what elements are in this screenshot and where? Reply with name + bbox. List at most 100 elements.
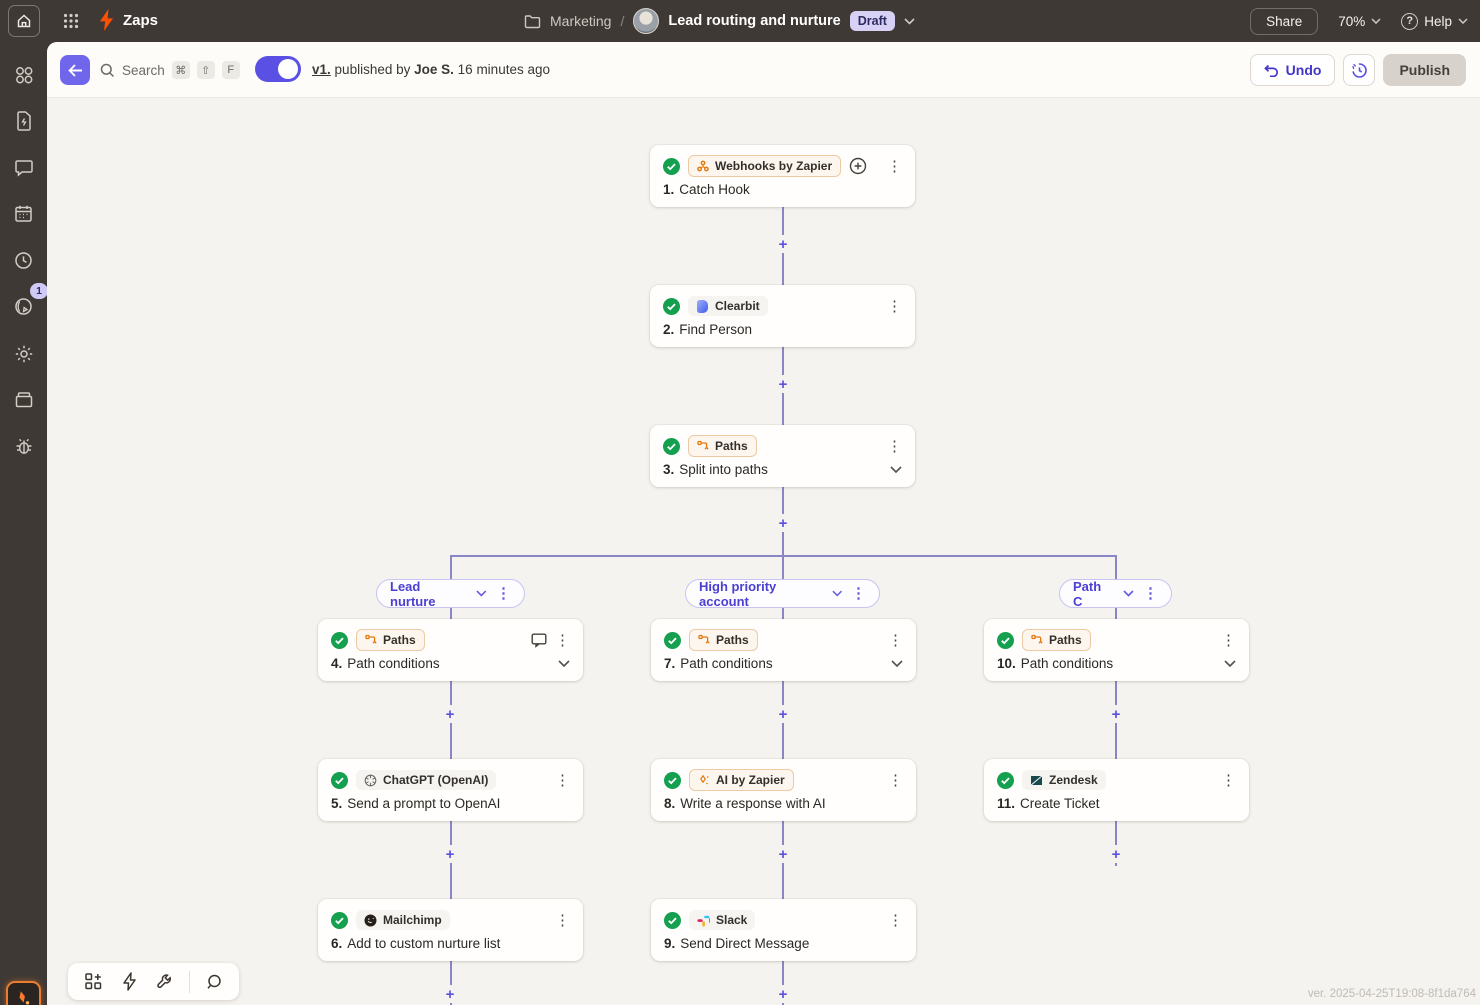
add-step-plus[interactable]: + — [1107, 845, 1125, 863]
version-link[interactable]: v1. — [312, 62, 331, 77]
history-timer-button[interactable] — [1343, 54, 1376, 86]
app-badge[interactable]: Mailchimp — [356, 910, 450, 930]
app-badge[interactable]: ChatGPT (OpenAI) — [356, 770, 497, 790]
add-step-plus[interactable]: + — [774, 235, 792, 253]
autotest-button[interactable] — [113, 966, 145, 997]
branch-label-path-c[interactable]: Path C ⋮ — [1059, 579, 1172, 609]
app-launcher-button[interactable] — [60, 10, 82, 32]
kebab-menu-icon[interactable]: ⋮ — [888, 911, 903, 929]
add-step-icon[interactable] — [849, 157, 867, 175]
sidebar-item-templates[interactable] — [7, 104, 40, 137]
sidebar-item-insights[interactable]: 1 — [7, 283, 48, 323]
undo-button[interactable]: Undo — [1249, 54, 1336, 86]
zap-on-off-toggle[interactable] — [255, 56, 301, 82]
add-step-plus[interactable]: + — [774, 845, 792, 863]
step-node-3-split-into-paths[interactable]: Paths ⋮ 3.Split into paths — [650, 425, 915, 487]
circles-icon — [15, 66, 32, 83]
clearbit-logo — [697, 299, 708, 313]
expand-chevron-icon[interactable] — [1224, 659, 1236, 668]
step-node-10-path-conditions[interactable]: Paths ⋮ 10.Path conditions — [984, 619, 1249, 681]
chevron-down-icon[interactable] — [476, 590, 487, 597]
topbar: Zaps Marketing / Lead routing and nurtur… — [0, 0, 1480, 42]
expand-chevron-icon[interactable] — [558, 659, 570, 668]
breadcrumb-separator: / — [620, 13, 625, 29]
step-node-7-path-conditions[interactable]: Paths ⋮ 7.Path conditions — [651, 619, 916, 681]
kebab-menu-icon[interactable]: ⋮ — [887, 437, 902, 455]
add-step-plus[interactable]: + — [441, 985, 459, 1003]
kebab-menu-icon[interactable]: ⋮ — [555, 771, 570, 789]
zoom-control[interactable]: 70% — [1338, 14, 1381, 29]
add-step-plus[interactable]: + — [441, 845, 459, 863]
chevron-down-icon[interactable] — [831, 590, 842, 597]
help-label: Help — [1424, 13, 1452, 29]
sidebar-item-components[interactable] — [7, 58, 40, 91]
sidebar-item-comments[interactable] — [7, 151, 40, 184]
chevron-down-icon[interactable] — [904, 17, 915, 25]
add-step-plus[interactable]: + — [774, 514, 792, 532]
step-node-1-catch-hook[interactable]: Webhooks by Zapier ⋮ 1.Catch Hook — [650, 145, 915, 207]
branch-label-high-priority[interactable]: High priority account ⋮ — [685, 579, 880, 609]
app-badge[interactable]: Paths — [1022, 629, 1091, 651]
zap-name[interactable]: Lead routing and nurture — [668, 13, 841, 29]
kebab-menu-icon[interactable]: ⋮ — [888, 771, 903, 789]
kebab-menu-icon[interactable]: ⋮ — [1221, 631, 1236, 649]
publish-button[interactable]: Publish — [1383, 54, 1466, 86]
app-badge[interactable]: Clearbit — [688, 296, 768, 316]
home-button[interactable] — [8, 5, 40, 37]
branch-label-lead-nurture[interactable]: Lead nurture ⋮ — [376, 579, 525, 609]
app-badge[interactable]: Paths — [356, 629, 425, 651]
kebab-menu-icon[interactable]: ⋮ — [851, 585, 866, 602]
sidebar-item-versions[interactable] — [7, 383, 40, 416]
share-button[interactable]: Share — [1250, 7, 1319, 35]
kebab-menu-icon[interactable]: ⋮ — [888, 631, 903, 649]
chevron-down-icon — [1371, 18, 1381, 24]
app-badge[interactable]: Zendesk — [1022, 770, 1106, 790]
step-node-8-write-response-ai[interactable]: AI by Zapier ⋮ 8.Write a response with A… — [651, 759, 916, 821]
kebab-menu-icon[interactable]: ⋮ — [555, 631, 570, 649]
sidebar-item-history[interactable] — [7, 244, 40, 277]
cmd-keycap: ⌘ — [171, 61, 190, 79]
help-menu[interactable]: ? Help — [1401, 12, 1468, 30]
app-badge[interactable]: Webhooks by Zapier — [688, 155, 842, 177]
app-badge[interactable]: Slack — [689, 910, 756, 930]
app-badge[interactable]: AI by Zapier — [689, 769, 794, 791]
add-step-plus[interactable]: + — [774, 375, 792, 393]
paths-icon — [1031, 634, 1043, 644]
zoom-canvas-button[interactable] — [198, 966, 230, 997]
comment-icon[interactable] — [531, 633, 547, 648]
step-node-6-add-to-nurture-list[interactable]: Mailchimp ⋮ 6.Add to custom nurture list — [318, 899, 583, 961]
back-button[interactable] — [60, 55, 90, 85]
step-node-9-send-direct-message[interactable]: Slack ⋮ 9.Send Direct Message — [651, 899, 916, 961]
clock-icon — [15, 252, 32, 269]
sidebar-item-debug[interactable] — [7, 430, 40, 463]
kebab-menu-icon[interactable]: ⋮ — [1221, 771, 1236, 789]
kebab-menu-icon[interactable]: ⋮ — [887, 157, 902, 175]
sidebar-item-settings[interactable] — [7, 337, 40, 370]
kebab-menu-icon[interactable]: ⋮ — [1143, 585, 1158, 602]
home-icon — [17, 14, 31, 28]
add-step-plus[interactable]: + — [1107, 705, 1125, 723]
breadcrumb-folder[interactable]: Marketing — [550, 13, 612, 29]
step-node-11-create-ticket[interactable]: Zendesk ⋮ 11.Create Ticket — [984, 759, 1249, 821]
page-title: Zaps — [123, 11, 159, 29]
add-step-plus[interactable]: + — [774, 985, 792, 1003]
expand-chevron-icon[interactable] — [890, 465, 902, 474]
app-badge[interactable]: Paths — [688, 435, 757, 457]
step-node-4-path-conditions[interactable]: Paths ⋮ 4.Path conditions — [318, 619, 583, 681]
step-node-5-send-prompt-openai[interactable]: ChatGPT (OpenAI) ⋮ 5.Send a prompt to Op… — [318, 759, 583, 821]
kebab-menu-icon[interactable]: ⋮ — [496, 585, 511, 602]
search-field[interactable]: Search ⌘ ⇧ F — [100, 55, 240, 85]
step-node-2-find-person[interactable]: Clearbit ⋮ 2.Find Person — [650, 285, 915, 347]
connector — [782, 961, 784, 1005]
kebab-menu-icon[interactable]: ⋮ — [555, 911, 570, 929]
kebab-menu-icon[interactable]: ⋮ — [887, 297, 902, 315]
add-step-plus[interactable]: + — [441, 705, 459, 723]
app-badge[interactable]: Paths — [689, 629, 758, 651]
copilot-button[interactable] — [6, 981, 41, 1005]
expand-chevron-icon[interactable] — [891, 659, 903, 668]
sidebar-item-schedule[interactable] — [7, 197, 40, 230]
chevron-down-icon[interactable] — [1123, 590, 1134, 597]
tools-button[interactable] — [149, 966, 181, 997]
add-step-plus[interactable]: + — [774, 705, 792, 723]
layout-grid-button[interactable] — [77, 966, 109, 997]
